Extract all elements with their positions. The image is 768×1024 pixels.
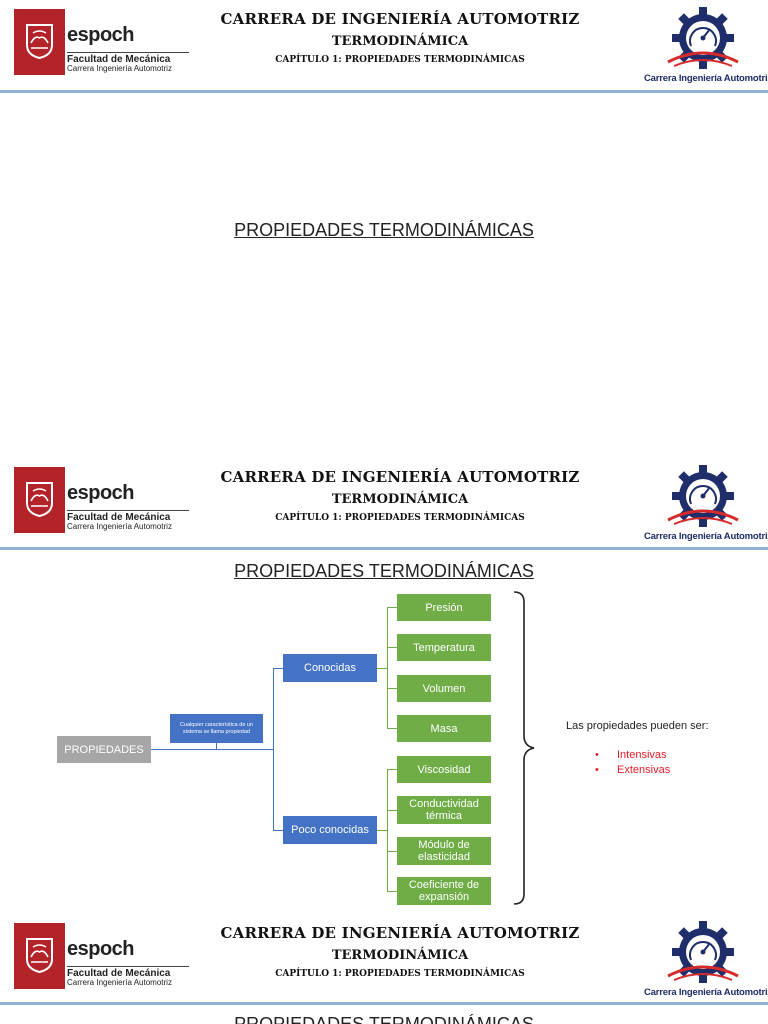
header-divider	[0, 90, 768, 93]
branch-known: Conocidas	[283, 654, 377, 682]
root-node: PROPIEDADES	[57, 736, 151, 763]
lesser-tick	[387, 810, 397, 811]
course-title: TERMODINÁMICA	[331, 948, 469, 963]
brand-faculty: Facultad de Mecánica	[67, 512, 171, 523]
chapter-title: CAPÍTULO 1: PROPIEDADES TERMODINÁMICAS	[275, 513, 525, 523]
type-extensive: Extensivas	[617, 764, 671, 776]
brand-name: espoch	[67, 24, 135, 46]
career-title: CARRERA DE INGENIERÍA AUTOMOTRIZ	[220, 924, 580, 942]
lesser-spine	[387, 769, 388, 892]
brand-career: Carrera Ingeniería Automotriz	[67, 64, 172, 73]
automotive-logo: Carrera Ingeniería Automotriz	[644, 464, 768, 544]
lesser-tick	[387, 851, 397, 852]
automotive-logo-caption: Carrera Ingeniería Automotriz	[644, 73, 768, 84]
header-titles: CARRERA DE INGENIERÍA AUTOMOTRIZ TERMODI…	[200, 10, 600, 65]
espoch-logo: espoch Facultad de Mecánica Carrera Inge…	[14, 9, 194, 75]
slide-header: espoch Facultad de Mecánica Carrera Inge…	[0, 458, 768, 548]
bullet-icon: •	[595, 749, 599, 761]
list-item: • Extensivas	[595, 763, 670, 778]
gear-gauge-icon	[667, 465, 739, 527]
header-titles: CARRERA DE INGENIERÍA AUTOMOTRIZ TERMODI…	[200, 468, 600, 523]
lesser-connector	[377, 830, 387, 831]
career-title: CARRERA DE INGENIERÍA AUTOMOTRIZ	[220, 10, 580, 28]
leaf-elastic-modulus: Módulo de elasticidad	[397, 837, 491, 865]
espoch-logo: espoch Facultad de Mecánica Carrera Inge…	[14, 923, 194, 989]
brand-career: Carrera Ingeniería Automotriz	[67, 522, 172, 531]
leaf-volume: Volumen	[397, 675, 491, 702]
list-item: • Intensivas	[595, 748, 670, 763]
brand-divider	[67, 966, 189, 967]
slide-title: PROPIEDADES TERMODINÁMICAS	[234, 561, 534, 581]
slide-3: espoch Facultad de Mecánica Carrera Inge…	[0, 914, 768, 1024]
chapter-title: CAPÍTULO 1: PROPIEDADES TERMODINÁMICAS	[275, 55, 525, 65]
type-intensive: Intensivas	[617, 749, 667, 761]
branch-lesser-known: Poco conocidas	[283, 816, 377, 844]
brand-divider	[67, 510, 189, 511]
branch-connector-known	[273, 668, 283, 669]
espoch-shield-icon	[14, 467, 65, 533]
definition-connector	[216, 743, 217, 749]
lesser-tick	[387, 891, 397, 892]
brand-name: espoch	[67, 482, 135, 504]
known-tick	[387, 728, 397, 729]
known-tick	[387, 607, 397, 608]
right-brace	[513, 591, 535, 905]
leaf-thermal-conductivity: Conductividad térmica	[397, 796, 491, 824]
slide-header: espoch Facultad de Mecánica Carrera Inge…	[0, 914, 768, 1004]
root-connector	[151, 749, 273, 750]
slide-title: PROPIEDADES TERMODINÁMICAS	[234, 220, 534, 240]
automotive-logo: Carrera Ingeniería Automotriz	[644, 6, 768, 86]
leaf-viscosity: Viscosidad	[397, 756, 491, 783]
lesser-tick	[387, 769, 397, 770]
espoch-logo: espoch Facultad de Mecánica Carrera Inge…	[14, 467, 194, 533]
header-divider	[0, 547, 768, 550]
header-divider	[0, 1002, 768, 1005]
espoch-shield-icon	[14, 9, 65, 75]
leaf-pressure: Presión	[397, 594, 491, 621]
automotive-logo-caption: Carrera Ingeniería Automotriz	[644, 987, 768, 998]
brand-name: espoch	[67, 938, 135, 960]
gear-gauge-icon	[667, 921, 739, 983]
known-tick	[387, 688, 397, 689]
slide-2: espoch Facultad de Mecánica Carrera Inge…	[0, 458, 768, 913]
definition-node: Cualquier característica de un sistema s…	[170, 714, 263, 743]
espoch-shield-icon	[14, 923, 65, 989]
leaf-expansion-coefficient: Coeficiente de expansión	[397, 877, 491, 905]
slide-1: espoch Facultad de Mecánica Carrera Inge…	[0, 0, 768, 455]
career-title: CARRERA DE INGENIERÍA AUTOMOTRIZ	[220, 468, 580, 486]
course-title: TERMODINÁMICA	[331, 34, 469, 49]
known-spine	[387, 607, 388, 729]
leaf-mass: Masa	[397, 715, 491, 742]
slide-header: espoch Facultad de Mecánica Carrera Inge…	[0, 0, 768, 90]
brand-career: Carrera Ingeniería Automotriz	[67, 978, 172, 987]
bullet-icon: •	[595, 764, 599, 776]
brand-faculty: Facultad de Mecánica	[67, 968, 171, 979]
course-title: TERMODINÁMICA	[331, 492, 469, 507]
brand-divider	[67, 52, 189, 53]
brand-faculty: Facultad de Mecánica	[67, 54, 171, 65]
known-connector	[377, 668, 387, 669]
branch-connector-lesser	[273, 830, 283, 831]
property-types-list: • Intensivas • Extensivas	[595, 748, 670, 778]
header-titles: CARRERA DE INGENIERÍA AUTOMOTRIZ TERMODI…	[200, 924, 600, 979]
trunk-connector	[273, 668, 274, 831]
leaf-temperature: Temperatura	[397, 634, 491, 661]
automotive-logo: Carrera Ingeniería Automotriz	[644, 920, 768, 1000]
known-tick	[387, 647, 397, 648]
properties-note: Las propiedades pueden ser:	[566, 720, 709, 732]
gear-gauge-icon	[667, 7, 739, 69]
automotive-logo-caption: Carrera Ingeniería Automotriz	[644, 531, 768, 542]
slide-title: PROPIEDADES TERMODINÁMICAS	[234, 1014, 534, 1024]
chapter-title: CAPÍTULO 1: PROPIEDADES TERMODINÁMICAS	[275, 969, 525, 979]
